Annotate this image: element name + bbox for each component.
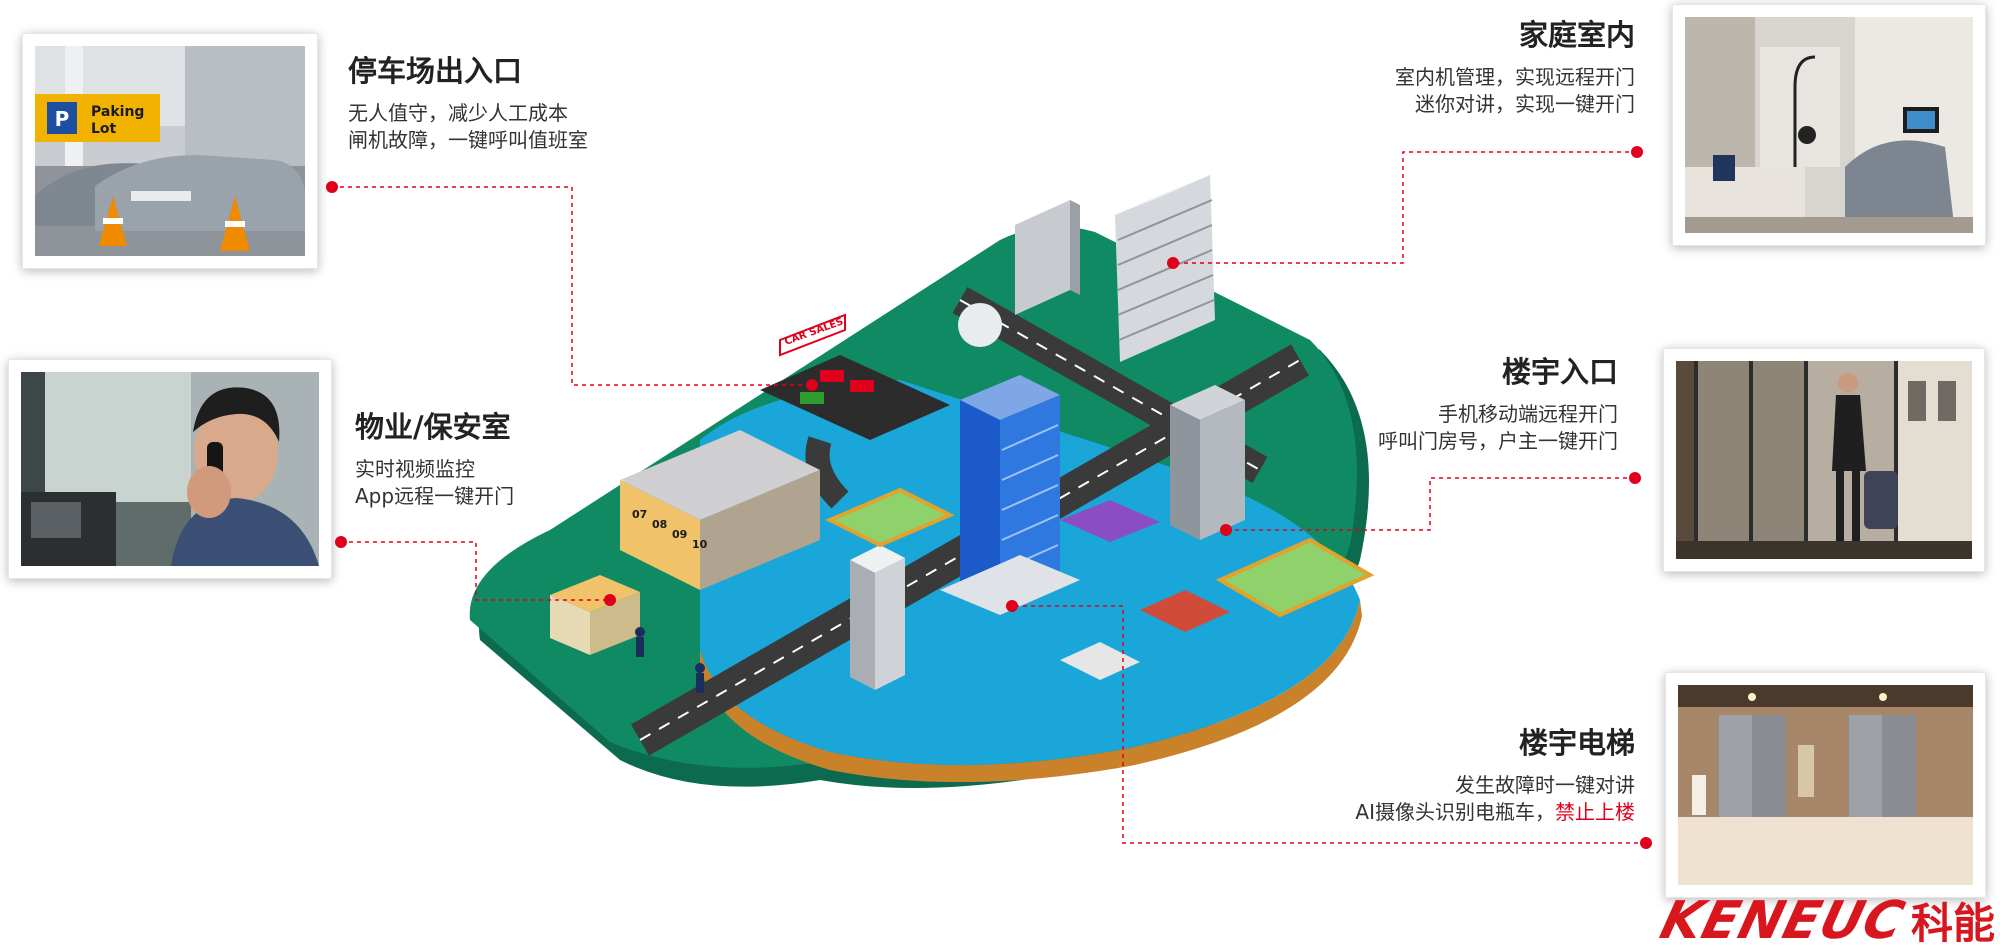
entrance-title: 楼宇入口 [1501,355,1618,389]
garage-number-07: 07 [632,508,647,521]
elevator-line2-prefix: AI摄像头识别电瓶车， [1355,799,1555,824]
connector-elevator [1012,605,1646,844]
skyscraper-base [940,555,1080,615]
entrance-photo-card [1663,348,1985,572]
purple-building [1060,500,1160,542]
elevator-title: 楼宇电梯 [1518,726,1635,760]
connector-security [341,541,610,601]
booth-roof [550,575,640,612]
garage-roof [620,430,820,520]
dot-elevator-end [1006,600,1018,612]
parking-line1: 无人值守，减少人工成本 [348,100,568,125]
tower-left-edge [1070,200,1080,295]
white-tower-right [875,558,905,690]
connector-lines [332,151,1646,844]
home-title: 家庭室内 [1518,18,1635,52]
clinic-building [1060,642,1140,680]
logo-latin-text: KENEUC [1654,890,1911,951]
dot-parking-start [326,181,338,193]
booth-left [550,595,590,655]
garage-number-08: 08 [652,518,667,531]
office-tower-left [1170,405,1200,540]
security-title: 物业/保安室 [355,410,511,444]
parking-sign-line2: Lot [91,121,117,137]
home-line1: 室内机管理，实现远程开门 [1395,64,1635,89]
sports-field-right [1215,537,1375,618]
guard-figure-2 [695,663,705,673]
dot-entrance-end [1220,524,1232,536]
parking-lot [760,355,950,440]
entrance-line1: 手机移动端远程开门 [1438,401,1618,426]
white-tower-roof [850,545,905,573]
elevator-caption: 楼宇电梯 发生故障时一键对讲 AI摄像头识别电瓶车，禁止上楼 [1355,726,1635,826]
car-green [800,392,824,404]
car-sales-billboard [779,313,846,357]
security-guard-photo [21,372,319,566]
skyscraper-roof [960,375,1060,420]
logo-chinese-text: 科能 [1910,899,1995,948]
security-line1: 实时视频监控 [355,456,475,481]
parking-sign-line1: Paking [91,104,144,120]
elevator-photo-card [1665,672,1986,898]
parking-line2: 闸机故障，一键呼叫值班室 [348,127,588,152]
connector-parking [332,186,812,386]
guard-body-1 [636,637,644,657]
tower-right-floors [1117,199,1215,341]
elevator-line2-highlight: 禁止上楼 [1555,799,1635,824]
tower-right-front [1115,175,1215,362]
elevator-line2: AI摄像头识别电瓶车，禁止上楼 [1355,799,1635,826]
keneuc-logo: KENEUC 科能 [1654,890,1995,951]
booth-right [590,592,640,655]
home-photo-card [1672,4,1986,246]
connector-home [1173,151,1637,264]
guard-figure-1 [635,627,645,637]
parking-title: 停车场出入口 [348,54,523,88]
garage-front [620,480,700,590]
white-tower-left [850,560,875,690]
parking-photo: P Paking Lot [35,46,305,256]
elevator-hall-photo [1678,685,1973,885]
building-entrance-photo [1676,361,1972,559]
disc-edge [700,600,1362,783]
skyscraper-right [1000,395,1060,610]
garage-numbers: 07 08 09 10 [632,508,708,551]
guard-body-2 [696,673,704,693]
home-interior-photo [1685,17,1973,233]
security-caption: 物业/保安室 实时视频监控 App远程一键开门 [355,410,515,510]
entrance-caption: 楼宇入口 手机移动端远程开门 呼叫门房号，户主一键开门 [1378,355,1618,455]
stadium-field [825,487,955,548]
garage-number-10: 10 [692,538,708,551]
road-curve [805,436,849,509]
tower-left-side [1015,200,1070,315]
entrance-line2: 呼叫门房号，户主一键开门 [1378,428,1618,453]
radar-dome [958,303,1002,347]
elevator-line1: 发生故障时一键对讲 [1455,772,1635,797]
dot-parking-end [806,379,818,391]
dot-home-start [1631,146,1643,158]
garage-number-09: 09 [672,528,687,541]
dot-elevator-start [1640,837,1652,849]
red-roof-house [1140,590,1230,632]
security-line2: App远程一键开门 [355,483,515,508]
parking-sign-letter: P [55,107,70,131]
connector-dots [326,146,1652,849]
car-red-2 [850,380,874,392]
dot-entrance-start [1629,472,1641,484]
security-photo-card [8,359,332,579]
office-tower-roof [1170,385,1245,420]
home-caption: 家庭室内 室内机管理，实现远程开门 迷你对讲，实现一键开门 [1395,18,1635,118]
car-red-1 [820,370,844,382]
garage-side [700,470,820,590]
skyscraper-left [960,400,1000,610]
dot-security-start [335,536,347,548]
office-tower-right [1200,400,1245,540]
tower-right-top [1115,175,1210,215]
parking-caption: 停车场出入口 无人值守，减少人工成本 闸机故障，一键呼叫值班室 [348,54,588,154]
dot-home-end [1167,257,1179,269]
dot-security-end [604,594,616,606]
parking-photo-card: P Paking Lot [22,33,318,269]
home-line2: 迷你对讲，实现一键开门 [1415,91,1635,116]
